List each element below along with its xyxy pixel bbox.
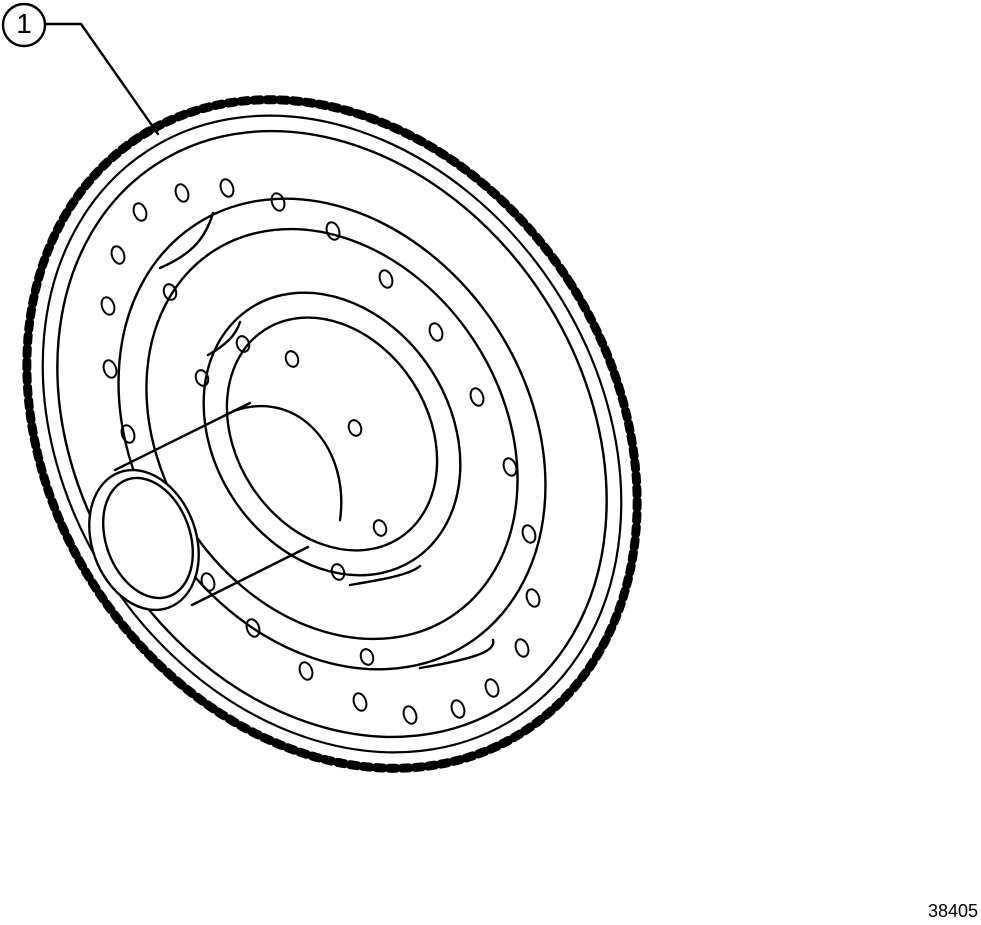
callout-leader-line (44, 22, 160, 136)
callout-number: 1 (16, 8, 32, 39)
ring-gear-teeth (22, 95, 642, 773)
hub-shaft (88, 401, 343, 612)
callout-circle (1, 2, 47, 48)
reference-number: 38405 (927, 901, 978, 921)
outer-bolt-holes (100, 178, 541, 725)
inner-bolt-holes (162, 283, 388, 666)
